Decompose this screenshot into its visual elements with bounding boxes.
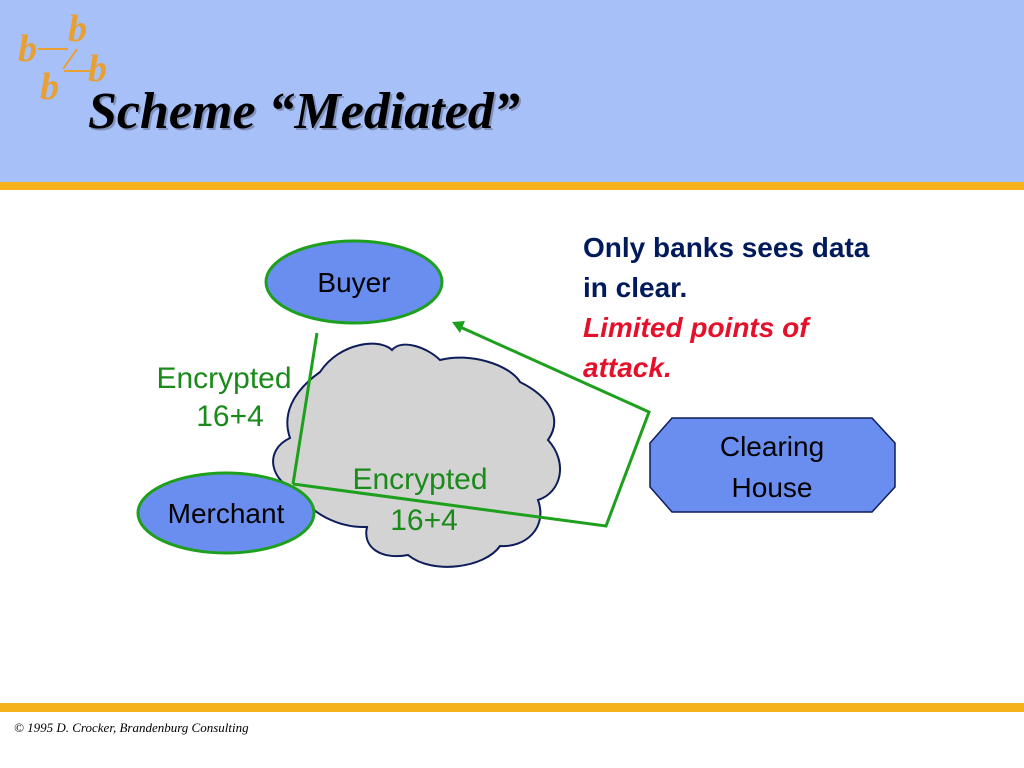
merchant-label: Merchant [168,498,285,529]
logo-glyph: b [68,8,87,50]
buyer-label: Buyer [317,267,390,298]
logo-line [38,48,68,50]
clearing-house-label: House [732,472,813,503]
logo-glyph: b [40,66,59,108]
note-emphasis: attack. [583,352,672,383]
logo-glyph: b [88,48,107,90]
logo-glyph: b [18,28,37,70]
edge-label-merchant-clearing: Encrypted [352,463,487,496]
note-text: Only banks sees data in clear. Limited p… [583,228,963,388]
arrow-head [452,321,465,333]
page-title: Scheme “Mediated” [88,83,520,140]
merchant-node[interactable]: Merchant [136,471,316,555]
footer-rule [0,703,1024,712]
logo-line [64,70,90,72]
buyer-node[interactable]: Buyer [264,239,444,325]
edge-label-buyer-merchant: 16+4 [196,400,264,433]
clearing-house-label: Clearing [720,431,824,462]
edge-merchant-clearing-house [292,324,651,528]
logo: b b b b [14,8,122,108]
note-line: in clear. [583,272,688,303]
header-rule [0,182,1024,190]
footer-copyright: © 1995 D. Crocker, Brandenburg Consultin… [14,720,249,735]
note-line: Only banks sees data [583,232,870,263]
edge-label-merchant-clearing: 16+4 [390,504,458,537]
edge-buyer-merchant [291,332,319,485]
note-emphasis: Limited points of [583,312,809,343]
clearing-house-node[interactable]: Clearing House [649,417,896,513]
header-band [0,0,1024,182]
edge-label-buyer-merchant: Encrypted [156,362,291,395]
